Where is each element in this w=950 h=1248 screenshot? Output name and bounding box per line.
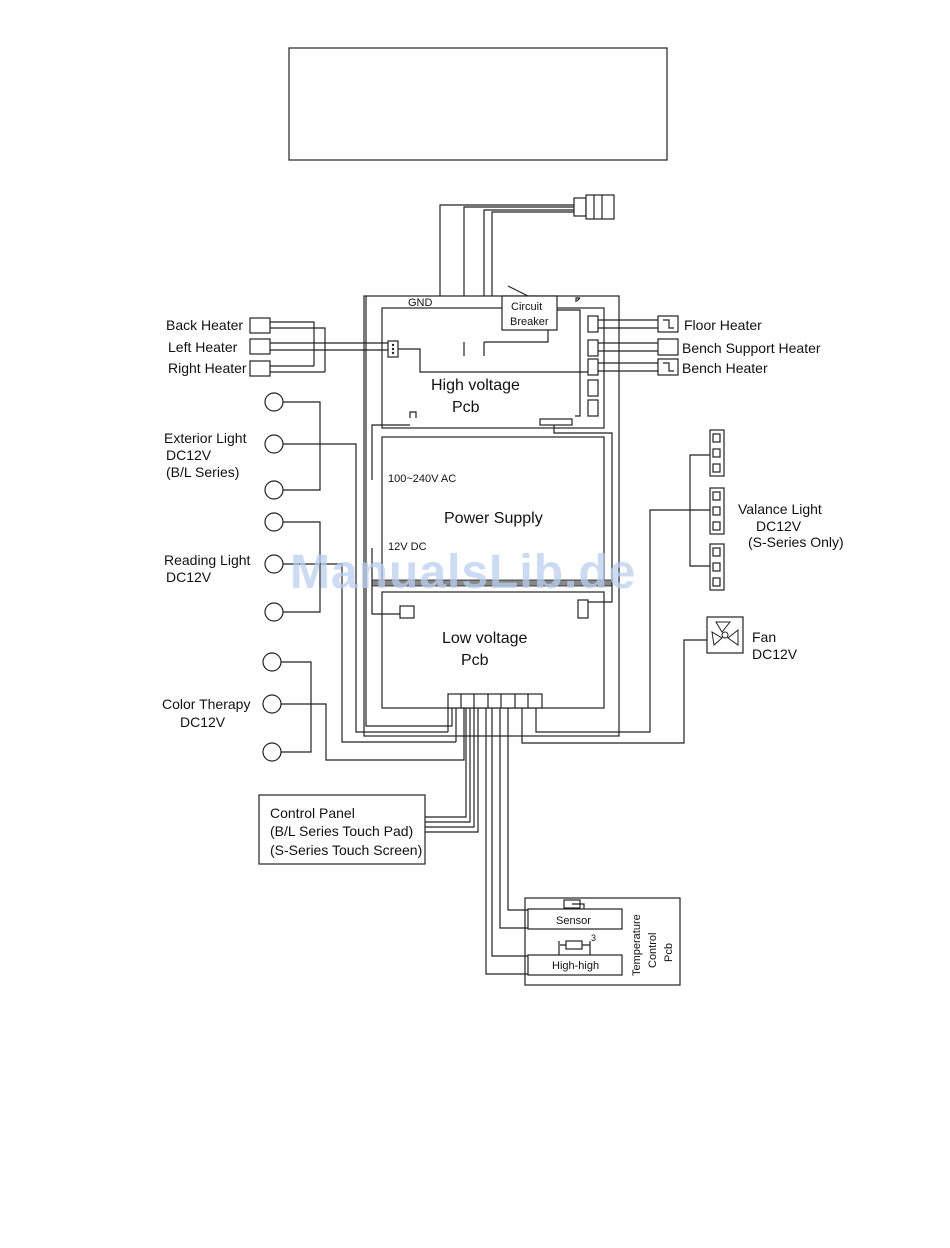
svg-text:Bench Heater: Bench Heater [682,360,768,376]
low-voltage-pcb [381,591,605,709]
svg-text:DC12V: DC12V [166,447,212,463]
svg-text:Control Panel: Control Panel [270,805,355,821]
floor-heater: Floor Heater [657,315,762,333]
dc-output-label: 12V DC [388,541,427,553]
svg-text:(B/L Series): (B/L Series) [166,464,239,480]
svg-text:Fan: Fan [752,629,776,645]
svg-text:DC12V: DC12V [166,569,212,585]
svg-text:Valance Light: Valance Light [738,501,822,517]
heater-wires [270,321,388,373]
title-box [288,47,668,161]
valance-light: Valance Light DC12V (S-Series Only) [535,429,844,733]
right-heater: Right Heater [168,360,271,377]
power-plug-icon [573,194,615,220]
exterior-light: Exterior Light DC12V (B/L Series) [164,392,448,733]
temperature-control-pcb: Sensor 3 High-high Temperature Control P… [485,708,681,986]
low-voltage-pcb-label: Pcb [461,652,489,669]
high-voltage-label: High voltage [431,377,520,394]
reading-light: Reading Light DC12V [164,512,456,743]
back-heater: Back Heater [166,317,271,334]
svg-text:Floor Heater: Floor Heater [684,317,762,333]
svg-text:Bench Support Heater: Bench Support Heater [682,340,821,356]
svg-text:(S-Series Only): (S-Series Only) [748,534,844,550]
high-voltage-pcb [381,307,605,429]
svg-text:Back Heater: Back Heater [166,317,243,333]
high-voltage-pcb-label: Pcb [452,399,480,416]
left-heater: Left Heater [168,338,271,355]
fan: Fan DC12V [521,616,798,744]
svg-text:DC12V: DC12V [756,518,802,534]
lv-terminal-block [447,693,543,709]
ac-input-label: 100~240V AC [388,473,456,485]
bench-heater: Bench Heater [657,358,768,376]
svg-text:3: 3 [591,933,596,943]
svg-text:(B/L Series Touch Pad): (B/L Series Touch Pad) [270,823,413,839]
color-therapy-light: Color Therapy DC12V [162,652,465,762]
gnd-label: GND [408,297,433,309]
power-supply [381,436,605,584]
svg-text:Color Therapy: Color Therapy [162,696,250,712]
svg-text:Exterior Light: Exterior Light [164,430,247,446]
lv-connector-left [399,605,415,619]
svg-text:Left Heater: Left Heater [168,339,238,355]
circuit-breaker: Circuit Breaker [501,285,581,417]
svg-text:Pcb: Pcb [663,943,675,962]
svg-text:Breaker: Breaker [510,316,549,328]
low-voltage-label: Low voltage [442,630,527,647]
terminal-wires [365,296,457,742]
bench-support-heater: Bench Support Heater [657,338,821,356]
svg-text:DC12V: DC12V [180,714,226,730]
lv-connector-right [577,599,589,619]
svg-text:DC12V: DC12V [752,646,798,662]
svg-text:Sensor: Sensor [556,915,591,927]
svg-text:(S-Series Touch Screen): (S-Series Touch Screen) [270,842,422,858]
svg-text:Right Heater: Right Heater [168,360,247,376]
control-panel: Control Panel (B/L Series Touch Pad) (S-… [258,708,479,865]
svg-text:High-high: High-high [552,960,599,972]
watermark: ManualsLib.de [290,546,636,599]
svg-text:Temperature: Temperature [631,914,643,976]
internal-wires [371,424,613,615]
svg-text:Circuit: Circuit [511,301,542,313]
hv-connectors [387,315,658,426]
power-supply-label: Power Supply [444,510,543,527]
svg-text:Reading Light: Reading Light [164,552,251,568]
svg-text:Control: Control [647,933,659,968]
